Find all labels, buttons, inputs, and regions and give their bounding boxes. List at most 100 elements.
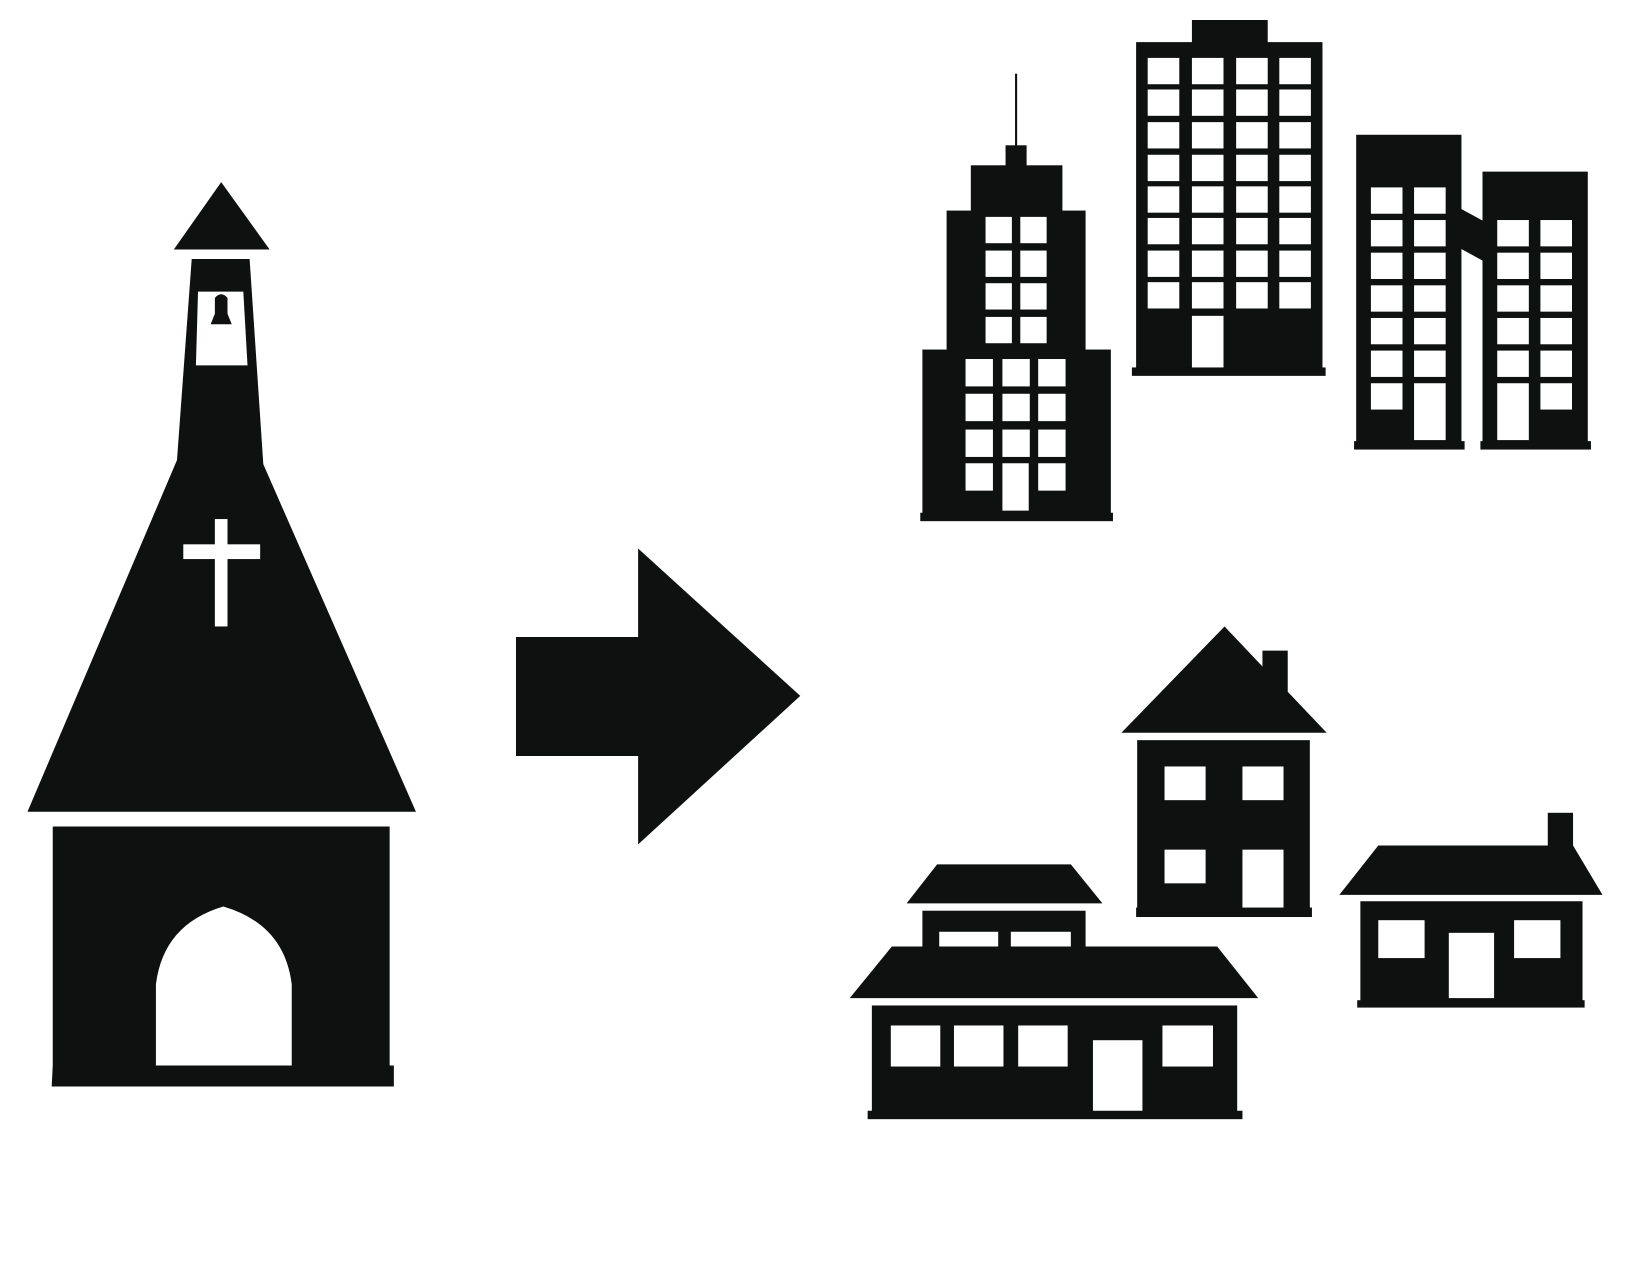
window (1540, 350, 1572, 377)
house-base (1136, 907, 1312, 918)
office-top (1191, 20, 1268, 45)
twin-left-base (1354, 441, 1465, 450)
right-arrow-icon (515, 548, 801, 845)
long-house-window (890, 1025, 941, 1067)
window (1414, 187, 1446, 214)
small-house-icon (1339, 812, 1603, 1008)
window (1147, 57, 1180, 85)
window (1540, 285, 1572, 312)
window (1370, 383, 1403, 410)
office-windows (1147, 57, 1311, 309)
window (1236, 57, 1268, 85)
window (1191, 217, 1224, 245)
long-house-window (1162, 1025, 1213, 1067)
window (985, 316, 1012, 344)
window (1020, 283, 1047, 310)
window (1279, 154, 1311, 182)
window (965, 393, 993, 422)
window (1236, 186, 1268, 213)
office-door (1191, 315, 1224, 368)
office-base (1131, 367, 1326, 376)
window (1147, 122, 1180, 149)
skyscraper-tier-1 (970, 165, 1063, 213)
window (1147, 282, 1180, 309)
house-body (1137, 740, 1310, 911)
window (1370, 350, 1403, 377)
window (1540, 383, 1572, 410)
antenna (1015, 73, 1018, 148)
twin-connector (1460, 208, 1484, 262)
house-window (1242, 766, 1284, 801)
skyscraper-tier-2 (946, 210, 1086, 352)
window (1020, 216, 1047, 244)
house-door (1242, 849, 1284, 908)
window (1370, 187, 1403, 214)
window (985, 216, 1012, 244)
bell-window (195, 291, 248, 366)
window (965, 429, 993, 457)
window (1002, 429, 1030, 457)
window (1236, 217, 1268, 245)
window (1497, 350, 1529, 377)
window (1191, 282, 1224, 309)
window (1540, 220, 1572, 247)
twin-door (1497, 383, 1529, 441)
long-house-window (1018, 1025, 1068, 1067)
office-building-icon (1131, 20, 1326, 376)
window (1236, 282, 1268, 309)
long-house-door (1092, 1040, 1143, 1111)
twin-windows (1370, 187, 1572, 441)
window (1370, 285, 1403, 312)
twin-buildings-icon (1354, 134, 1591, 450)
window (1236, 154, 1268, 182)
house-roof (1121, 626, 1327, 733)
cross-horizontal (183, 544, 261, 560)
window (1414, 350, 1446, 377)
window (1191, 89, 1224, 116)
long-house-upper-roof (906, 864, 1103, 904)
window (1414, 220, 1446, 247)
church-icon (27, 182, 416, 1087)
skyscraper-icon (920, 73, 1113, 522)
window (1414, 252, 1446, 280)
window (1497, 252, 1529, 280)
twin-right-base (1480, 441, 1591, 450)
window (1279, 217, 1311, 245)
window (1279, 89, 1311, 116)
long-house-icon (849, 864, 1259, 1120)
small-house-roof (1339, 845, 1603, 895)
window (1191, 122, 1224, 149)
window (1038, 429, 1066, 457)
small-house-window (1378, 920, 1425, 959)
skyscraper-base (920, 512, 1113, 522)
window (1497, 220, 1529, 247)
window (1279, 57, 1311, 85)
window (1147, 250, 1180, 277)
twin-door (1414, 383, 1446, 441)
skyscraper-windows (965, 216, 1066, 511)
window (985, 283, 1012, 310)
window (1540, 252, 1572, 280)
window (1279, 122, 1311, 149)
long-house-lower-roof (849, 946, 1259, 999)
window (1370, 252, 1403, 280)
window (1279, 186, 1311, 213)
window (1002, 393, 1030, 422)
window (1236, 122, 1268, 149)
small-house-chimney (1547, 812, 1574, 848)
window (985, 250, 1012, 277)
window (1191, 154, 1224, 182)
bell-icon (210, 294, 232, 325)
window (1020, 316, 1047, 344)
window (1236, 89, 1268, 116)
window (1147, 217, 1180, 245)
window (965, 463, 993, 491)
window (1370, 220, 1403, 247)
window (1147, 186, 1180, 213)
window (1038, 393, 1066, 422)
window (1038, 359, 1066, 387)
window (1147, 89, 1180, 116)
window (1279, 282, 1311, 309)
window (1020, 250, 1047, 277)
